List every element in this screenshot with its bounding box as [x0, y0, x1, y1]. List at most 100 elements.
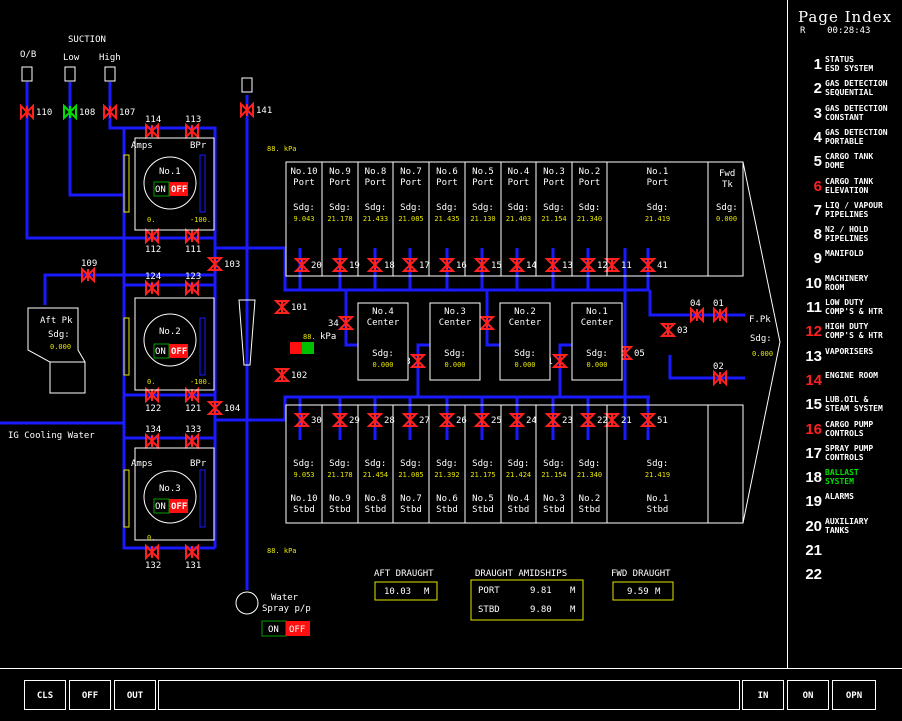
valve-03[interactable]: 03: [659, 323, 688, 337]
valve-19[interactable]: 19: [331, 258, 360, 272]
valve-101[interactable]: 101: [273, 300, 307, 314]
valve-04[interactable]: 04: [690, 299, 704, 324]
ballast-pump-3[interactable]: Amps BPr No.3 ON OFF 0.: [123, 447, 215, 542]
valve-05[interactable]: 05: [616, 346, 645, 360]
valve-131[interactable]: 131: [185, 543, 201, 571]
valve-132[interactable]: 132: [145, 543, 161, 571]
valve-14[interactable]: 14: [508, 258, 537, 272]
valve-15[interactable]: 15: [473, 258, 502, 272]
pump-off-button[interactable]: OFF: [171, 185, 187, 195]
on-button[interactable]: ON: [787, 680, 829, 710]
valve-123[interactable]: 123: [185, 272, 201, 297]
valve-122[interactable]: 122: [145, 386, 161, 414]
valve-13[interactable]: 13: [544, 258, 573, 272]
pump-on-button[interactable]: ON: [155, 502, 166, 512]
valve-17[interactable]: 17: [401, 258, 430, 272]
valve-133[interactable]: 133: [185, 425, 201, 450]
valve-109[interactable]: 109: [81, 259, 97, 284]
valve-51[interactable]: 51: [639, 413, 668, 427]
valve-28[interactable]: 28: [366, 413, 395, 427]
valve-102[interactable]: 102: [273, 368, 307, 382]
valve-124[interactable]: 124: [145, 272, 161, 297]
valve-113[interactable]: 113: [185, 115, 201, 140]
valve-112[interactable]: 112: [145, 227, 161, 255]
valve-111[interactable]: 111: [185, 227, 201, 255]
valve-104[interactable]: 104: [206, 401, 240, 415]
fwd-tank[interactable]: Fwd Tk Sdg: 0.000: [716, 169, 738, 223]
spray-pump-off-button[interactable]: OFF: [289, 625, 305, 635]
valve-12[interactable]: 12: [579, 258, 608, 272]
valve-108[interactable]: 108: [63, 103, 95, 121]
valve-29[interactable]: 29: [331, 413, 360, 427]
pump-off-button[interactable]: OFF: [171, 347, 187, 357]
valve-110[interactable]: 110: [20, 103, 52, 121]
valve-21[interactable]: 21: [603, 413, 632, 427]
valve-41[interactable]: 41: [639, 258, 668, 272]
valve-23[interactable]: 23: [544, 413, 573, 427]
valve-18[interactable]: 18: [366, 258, 395, 272]
valve-121[interactable]: 121: [185, 386, 201, 414]
valve-16[interactable]: 16: [438, 258, 467, 272]
water-spray-pump[interactable]: Water Spray p/p ON OFF: [235, 591, 311, 637]
pump-on-button[interactable]: ON: [155, 347, 166, 357]
in-button[interactable]: IN: [742, 680, 784, 710]
page-index-item-21[interactable]: 21: [788, 540, 902, 562]
fore-peak-tank[interactable]: F.Pk Sdg: 0.000: [749, 315, 773, 358]
valve-141[interactable]: 141: [240, 101, 272, 119]
valve-103[interactable]: 103: [206, 257, 240, 271]
valve-20[interactable]: 20: [293, 258, 322, 272]
valve-107[interactable]: 107: [103, 103, 135, 121]
opn-button[interactable]: OPN: [832, 680, 876, 710]
valve-02[interactable]: 02: [713, 362, 727, 387]
off-button[interactable]: OFF: [69, 680, 111, 710]
valve-34[interactable]: 34: [328, 316, 355, 330]
aft-peak-tank[interactable]: Aft Pk Sdg: 0.000: [27, 307, 86, 394]
ballast-pump-2[interactable]: No.2 ON OFF 0. -100.: [123, 297, 215, 391]
valve-22[interactable]: 22: [579, 413, 608, 427]
valve-11[interactable]: 11: [603, 258, 632, 272]
pump-on-button[interactable]: ON: [155, 185, 166, 195]
cls-button[interactable]: CLS: [24, 680, 66, 710]
spray-pump-on-button[interactable]: ON: [268, 625, 279, 635]
